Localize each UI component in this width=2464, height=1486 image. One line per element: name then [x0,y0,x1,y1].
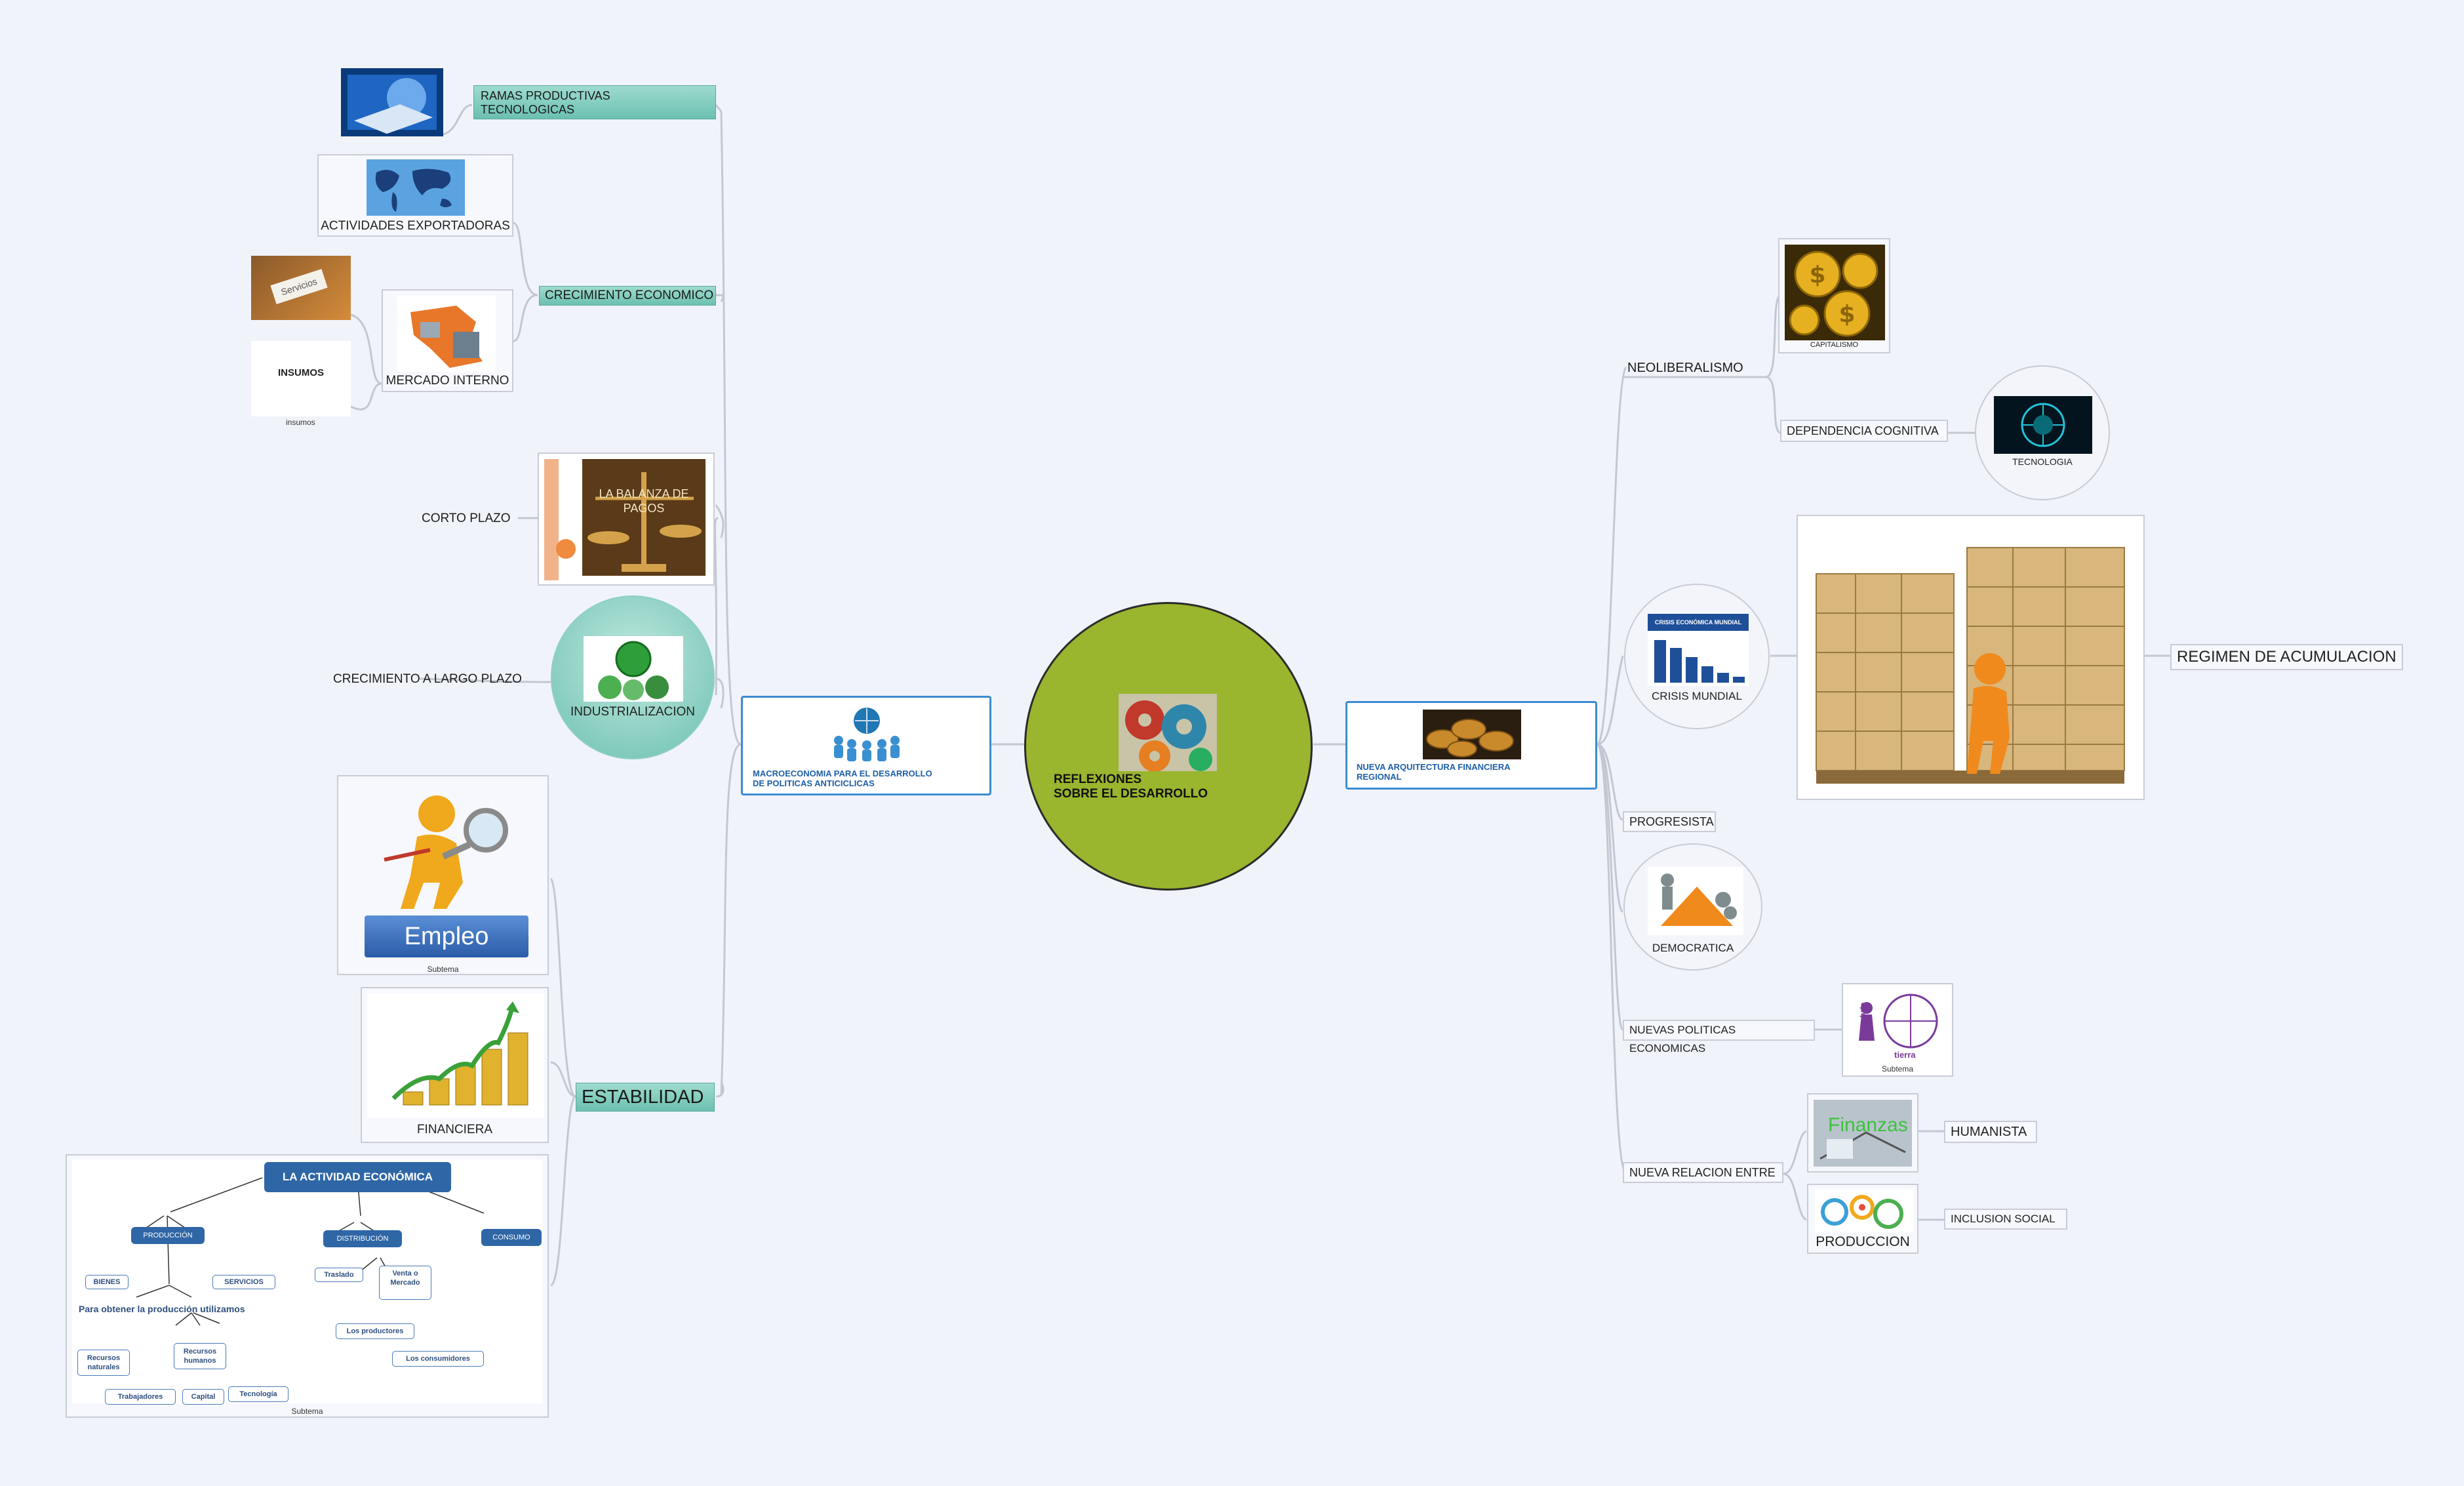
insumos-caption: insumos [286,418,315,427]
insumos-card-text: INSUMOS [277,367,324,378]
crisis-chart-image [1648,614,1749,686]
financiera-topic[interactable]: FINANCIERA [361,987,549,1143]
regimen-acumulacion-topic[interactable]: REGIMEN DE ACUMULACION [2170,644,2403,670]
capital-node: Capital [182,1389,224,1405]
finanzas-topic[interactable]: Finanzas [1807,1093,1918,1173]
neoliberalismo-label[interactable]: NEOLIBERALISMO [1627,361,1743,375]
estabilidad-topic[interactable]: ESTABILIDAD [576,1083,715,1112]
mercado-interno-label: MERCADO INTERNO [386,374,509,388]
gears-image [1119,694,1217,771]
recursos-humanos-node: Recursos humanos [174,1343,226,1369]
bienes-node: BIENES [85,1275,129,1289]
actividad-economica-topic[interactable]: LA ACTIVIDAD ECONÓMICA PRODUCCIÓN DISTRI… [66,1154,549,1418]
consumidores-node: Los consumidores [392,1351,484,1367]
actividad-connectors [136,1177,485,1326]
crecimiento-economico-topic[interactable]: CRECIMIENTO ECONOMICO [539,286,716,306]
recursos-naturales-node: Recursos naturales [77,1350,130,1376]
nueva-relacion-topic[interactable]: NUEVA RELACION ENTRE [1623,1162,1783,1183]
crecimiento-largo-plazo-label[interactable]: CRECIMIENTO A LARGO PLAZO [333,672,522,686]
crisis-mundial-topic[interactable]: CRISIS ECONÓMICA MUNDIAL CRISIS MUNDIAL [1624,584,1770,729]
crisis-mundial-label: CRISIS MUNDIAL [1652,690,1742,702]
scale-people-image [1648,867,1743,935]
balanza-pagos-topic[interactable]: LA BALANZA DE PAGOS [538,452,715,586]
peru-map-image [397,296,496,372]
produccion-label: PRODUCCION [1816,1234,1910,1249]
trabajo-text: trabajo [1859,1002,1867,1027]
humanista-topic[interactable]: HUMANISTA [1944,1121,2037,1143]
boxes-worker-image [1803,521,2139,794]
tecnologia-topic[interactable]: TECNOLOGIA [1975,365,2110,500]
democratica-topic[interactable]: DEMOCRATICA [1623,843,1762,971]
para-obtener-text: Para obtener la producción utilizamos [79,1304,245,1314]
trabajo-tierra-image [1848,988,1947,1059]
corto-plazo-label[interactable]: CORTO PLAZO [422,512,511,525]
svg-text:$: $ [1838,301,1855,328]
consumo-node: CONSUMO [481,1229,542,1246]
servicios-card-image: Servicios [251,256,351,320]
digital-globe-image [1994,396,2092,454]
insumos-card-image: INSUMOS [251,341,351,416]
balanza-label: LA BALANZA DE PAGOS [599,487,689,515]
actividad-canvas: LA ACTIVIDAD ECONÓMICA PRODUCCIÓN DISTRI… [72,1159,542,1405]
worker-magnifier-image [384,795,508,909]
progresista-topic[interactable]: PROGRESISTA [1623,811,1716,832]
financiera-label: FINANCIERA [416,1123,493,1136]
globe-network-image [834,708,900,761]
distribucion-node: DISTRIBUCIÓN [323,1230,402,1247]
world-map-image [367,159,465,216]
produccion-gears-image [1815,1189,1913,1232]
scales-image [582,459,705,576]
produccion-topic[interactable]: PRODUCCION [1807,1184,1918,1254]
finanzas-text: Finanzas [1828,1114,1908,1136]
produccion-node: PRODUCCIÓN [131,1227,205,1244]
industrializacion-label: INDUSTRIALIZACION [570,705,696,719]
finanzas-image [1814,1100,1912,1167]
industrializacion-topic[interactable]: INDUSTRIALIZACION [551,595,715,759]
empleo-banner: Empleo [365,915,528,957]
dependencia-cognitiva-topic[interactable]: DEPENDENCIA COGNITIVA [1780,420,1948,442]
capitalismo-label: CAPITALISMO [1810,341,1859,349]
tecnologia-node: Tecnología [228,1386,288,1402]
empleo-subtema: Subtema [427,965,459,974]
productores-node: Los productores [336,1323,414,1339]
trabajadores-node: Trabajadores [105,1389,176,1405]
tecnologia-label: TECNOLOGIA [2012,456,2073,467]
servicios-card-text: Servicios [270,269,328,304]
traslado-node: Traslado [315,1268,363,1282]
tierra-text: tierra [1894,1050,1916,1060]
orange-accent-bar [544,459,559,580]
capitalismo-topic[interactable]: $$ CAPITALISMO [1778,238,1890,353]
servicios-node: SERVICIOS [212,1275,275,1289]
laptop-network-image [341,68,443,136]
actividades-exportadoras-label: ACTIVIDADES EXPORTADORAS [321,219,510,233]
gold-gears-image: $$ [1785,245,1885,340]
actividades-exportadoras-topic[interactable]: ACTIVIDADES EXPORTADORAS [317,154,513,237]
green-globe-gears-image [584,636,683,702]
mercado-interno-topic[interactable]: MERCADO INTERNO [382,289,513,392]
orange-dot [556,539,576,559]
inclusion-social-topic[interactable]: INCLUSION SOCIAL [1944,1209,2067,1230]
nuevas-politicas-topic[interactable]: NUEVAS POLITICAS ECONOMICAS [1623,1020,1815,1054]
svg-text:$: $ [1809,262,1825,289]
coins-growth-image [367,994,544,1118]
actividad-subtema: Subtema [291,1407,323,1416]
trabajo-tierra-subtema: Subtema [1881,1064,1914,1074]
empleo-topic[interactable]: Empleo Subtema [337,775,549,975]
actividad-title: LA ACTIVIDAD ECONÓMICA [264,1162,451,1192]
trabajo-tierra-topic[interactable]: trabajo tierra Subtema [1842,983,1953,1077]
venta-node: Venta o Mercado [379,1266,431,1300]
coins-image [1423,710,1521,759]
boxes-pallets-topic[interactable] [1797,515,2145,800]
democratica-label: DEMOCRATICA [1652,942,1734,954]
crisis-chart-title: CRISIS ECONÓMICA MUNDIAL [1654,619,1742,626]
